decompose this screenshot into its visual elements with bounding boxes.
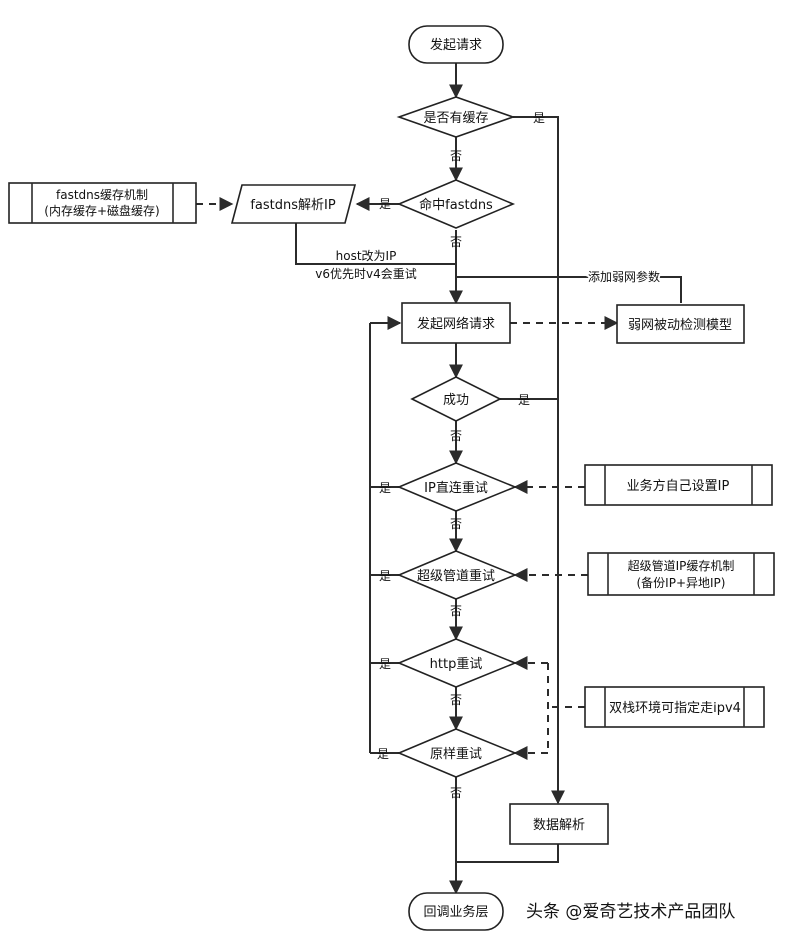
- label-pipe-yes: 是: [379, 569, 391, 583]
- weak-net-model-label: 弱网被动检测模型: [628, 318, 732, 333]
- http-retry-decision: [396, 638, 518, 688]
- hit-fastdns-decision: [396, 179, 516, 229]
- super-pipe-cache-line1: 超级管道IP缓存机制: [628, 558, 735, 573]
- original-retry-label: 原样重试: [430, 746, 482, 762]
- label-cache-no: 否: [450, 149, 462, 163]
- http-retry-label: http重试: [430, 656, 483, 672]
- ip-direct-retry-label: IP直连重试: [424, 480, 488, 496]
- label-ip-no: 否: [450, 517, 462, 531]
- host-note-line2: v6优先时v4会重试: [315, 266, 416, 281]
- network-request-node: [401, 302, 511, 344]
- dual-stack-node: [584, 686, 765, 728]
- edge-parse-to-callback: [456, 843, 559, 863]
- weak-params-label: 添加弱网参数: [588, 269, 660, 284]
- business-set-ip-node: [584, 464, 773, 506]
- weak-net-model-node: [616, 304, 745, 344]
- has-cache-label: 是否有缓存: [423, 111, 488, 126]
- super-pipe-retry-decision: [396, 550, 518, 600]
- dual-stack-label: 双栈环境可指定走ipv4: [609, 701, 741, 716]
- start-terminal: [408, 25, 504, 64]
- host-note-line1: host改为IP: [336, 249, 397, 263]
- super-pipe-retry-label: 超级管道重试: [417, 568, 495, 584]
- label-pipe-no: 否: [450, 604, 462, 618]
- callback-terminal: [408, 892, 504, 931]
- watermark: 头条 @爱奇艺技术产品团队: [526, 902, 735, 922]
- connectors: [196, 63, 682, 895]
- super-pipe-cache-line2: (备份IP+异地IP): [637, 576, 726, 590]
- super-pipe-cache-node: [587, 552, 775, 596]
- network-request-label: 发起网络请求: [417, 316, 495, 332]
- fastdns-cache-line1: fastdns缓存机制: [56, 188, 148, 202]
- ip-direct-retry-decision: [396, 462, 518, 512]
- hit-fastdns-label: 命中fastdns: [419, 197, 493, 213]
- label-cache-yes: 是: [533, 111, 545, 125]
- start-label: 发起请求: [430, 37, 482, 53]
- success-decision: [410, 376, 502, 422]
- fastdns-resolve-label: fastdns解析IP: [250, 198, 336, 213]
- label-original-no: 否: [450, 786, 462, 800]
- business-set-ip-label: 业务方自己设置IP: [627, 478, 730, 494]
- callback-label: 回调业务层: [423, 904, 488, 920]
- has-cache-decision: [396, 96, 516, 138]
- data-parse-node: [509, 803, 609, 845]
- label-http-yes: 是: [379, 657, 391, 671]
- fastdns-cache-line2: (内存缓存+磁盘缓存): [44, 203, 159, 218]
- data-parse-label: 数据解析: [533, 818, 585, 833]
- label-fastdns-no: 否: [450, 235, 462, 249]
- success-label: 成功: [443, 393, 469, 408]
- edge-cache-yes-to-parse: [513, 116, 565, 805]
- label-original-yes: 是: [377, 747, 389, 761]
- label-success-yes: 是: [518, 393, 530, 407]
- label-success-no: 否: [450, 429, 462, 443]
- label-ip-yes: 是: [379, 481, 391, 495]
- label-fastdns-yes: 是: [379, 197, 391, 211]
- fastdns-cache-node: [8, 182, 197, 224]
- edge-resolve-to-main: [295, 223, 456, 265]
- original-retry-decision: [396, 728, 518, 778]
- fastdns-resolve-node: [230, 184, 357, 224]
- label-http-no: 否: [450, 693, 462, 707]
- edge-weak-params: [456, 276, 682, 303]
